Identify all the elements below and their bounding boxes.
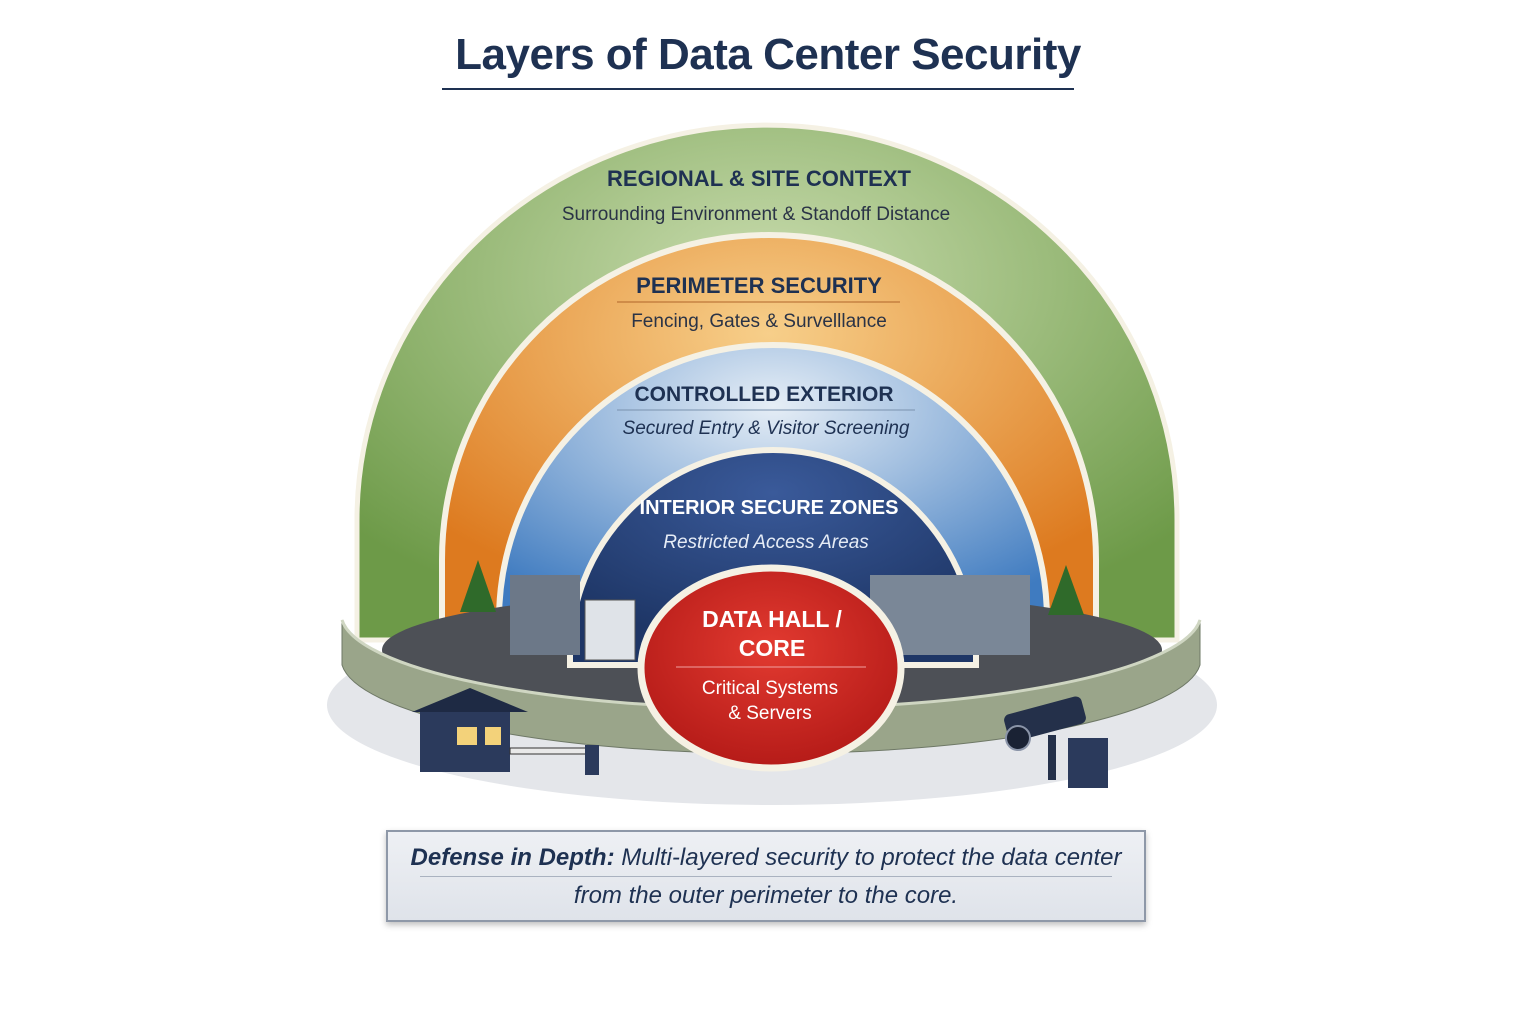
layer-core-desc-2: & Servers <box>728 703 811 724</box>
layer-exterior-desc: Secured Entry & Visitor Screening <box>623 418 910 439</box>
layer-interior-title: INTERIOR SECURE ZONES <box>640 497 899 519</box>
guardhouse-icon <box>412 688 599 775</box>
layer-core-title-2: CORE <box>739 635 805 661</box>
defense-in-depth-note: Defense in Depth: Multi-layered security… <box>386 830 1146 922</box>
note-bold: Defense in Depth: <box>410 844 615 871</box>
layer-core-desc-1: Critical Systems <box>702 678 838 699</box>
layer-core-title-1: DATA HALL / <box>702 606 842 632</box>
layer-perimeter-title: PERIMETER SECURITY <box>636 273 882 298</box>
layer-core-circle <box>637 564 905 772</box>
tree-icon <box>1048 565 1084 615</box>
note-line1: Multi-layered security to protect the da… <box>614 844 1122 871</box>
layer-exterior-title: CONTROLLED EXTERIOR <box>634 383 893 406</box>
title-underline <box>442 88 1074 90</box>
building-left <box>510 575 580 655</box>
layer-regional-title: REGIONAL & SITE CONTEXT <box>607 166 912 191</box>
security-camera-icon <box>1004 696 1108 788</box>
tree-icon <box>460 560 496 612</box>
note-line2: from the outer perimeter to the core. <box>573 882 959 909</box>
note-divider <box>420 876 1112 877</box>
layer-regional-desc: Surrounding Environment & Standoff Dista… <box>562 204 950 225</box>
building-doorway <box>584 599 636 661</box>
layer-interior-desc: Restricted Access Areas <box>663 532 869 553</box>
layer-perimeter-desc: Fencing, Gates & Survelllance <box>631 311 887 332</box>
page-title: Layers of Data Center Security <box>455 30 1081 79</box>
